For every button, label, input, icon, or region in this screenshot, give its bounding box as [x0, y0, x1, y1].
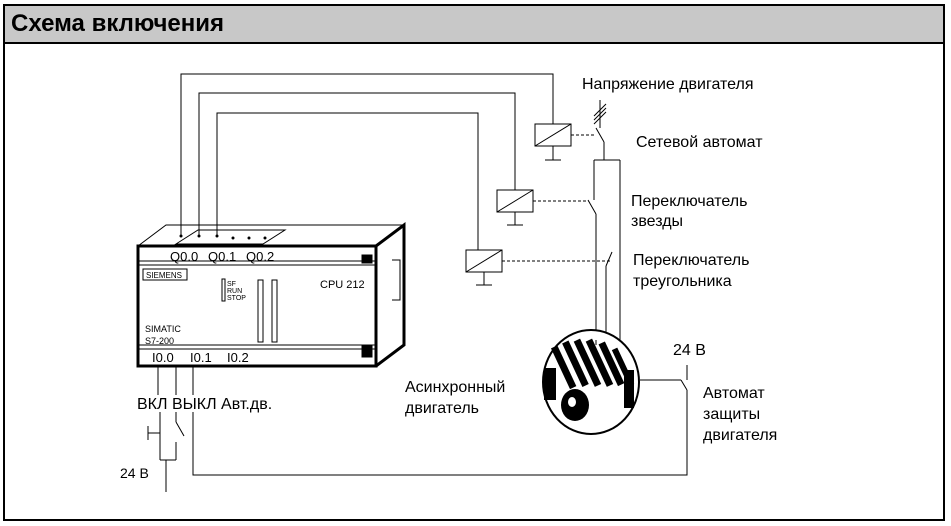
label-24v-left: 24 В [120, 465, 149, 481]
plc-output-q0-2: Q0.2 [246, 249, 274, 264]
label-motor-protection-2: защиты [703, 406, 760, 423]
motor-voltage-symbol [593, 100, 607, 128]
page-title: Схема включения [11, 10, 224, 37]
output-wires [180, 73, 554, 250]
terminal-dots [179, 234, 267, 240]
label-motor-voltage: Напряжение двигателя [582, 76, 754, 93]
label-star-switch-1: Переключатель [631, 193, 747, 210]
title-bar: Схема включения [5, 6, 943, 44]
label-async-motor-1: Асинхронный [405, 379, 505, 396]
plc-output-q0-1: Q0.1 [208, 249, 236, 264]
plc-status-run: RUN [227, 288, 242, 295]
label-delta-switch-1: Переключатель [633, 252, 749, 269]
plc-status-sf: SF [227, 281, 236, 288]
input-wires [147, 365, 688, 492]
relay-k3 [465, 249, 612, 286]
label-motor-protection-3: двигателя [703, 427, 777, 444]
label-delta-switch-2: треугольника [633, 273, 732, 290]
plc-input-i0-2: I0.2 [227, 350, 249, 365]
diagram-labels: Напряжение двигателя Сетевой автомат Пер… [120, 76, 777, 481]
plc-body [136, 222, 406, 368]
label-inputs-caption: ВКЛ ВЫКЛ Авт.дв. [137, 396, 272, 413]
relay-k1 [534, 123, 595, 161]
plc-status-stop: STOP [227, 295, 246, 302]
relay-k2 [496, 189, 589, 226]
plc-input-i0-1: I0.1 [190, 350, 212, 365]
plc-input-i0-0: I0.0 [152, 350, 174, 365]
label-async-motor-2: двигатель [405, 400, 479, 417]
plc-text: SIEMENS CPU 212 SF RUN STOP SIMATIC S7-2… [145, 249, 365, 365]
power-contacts [587, 127, 621, 340]
plc-line2: S7-200 [145, 336, 174, 346]
plc-output-q0-0: Q0.0 [170, 249, 198, 264]
plc-model: CPU 212 [320, 279, 365, 291]
plc-line1: SIMATIC [145, 324, 181, 334]
plc-brand: SIEMENS [146, 271, 182, 280]
label-24v-right: 24 В [673, 342, 706, 359]
async-motor [542, 329, 640, 435]
label-circuit-breaker: Сетевой автомат [636, 134, 763, 151]
label-motor-protection-1: Автомат [703, 385, 765, 402]
label-star-switch-2: звезды [631, 213, 683, 230]
